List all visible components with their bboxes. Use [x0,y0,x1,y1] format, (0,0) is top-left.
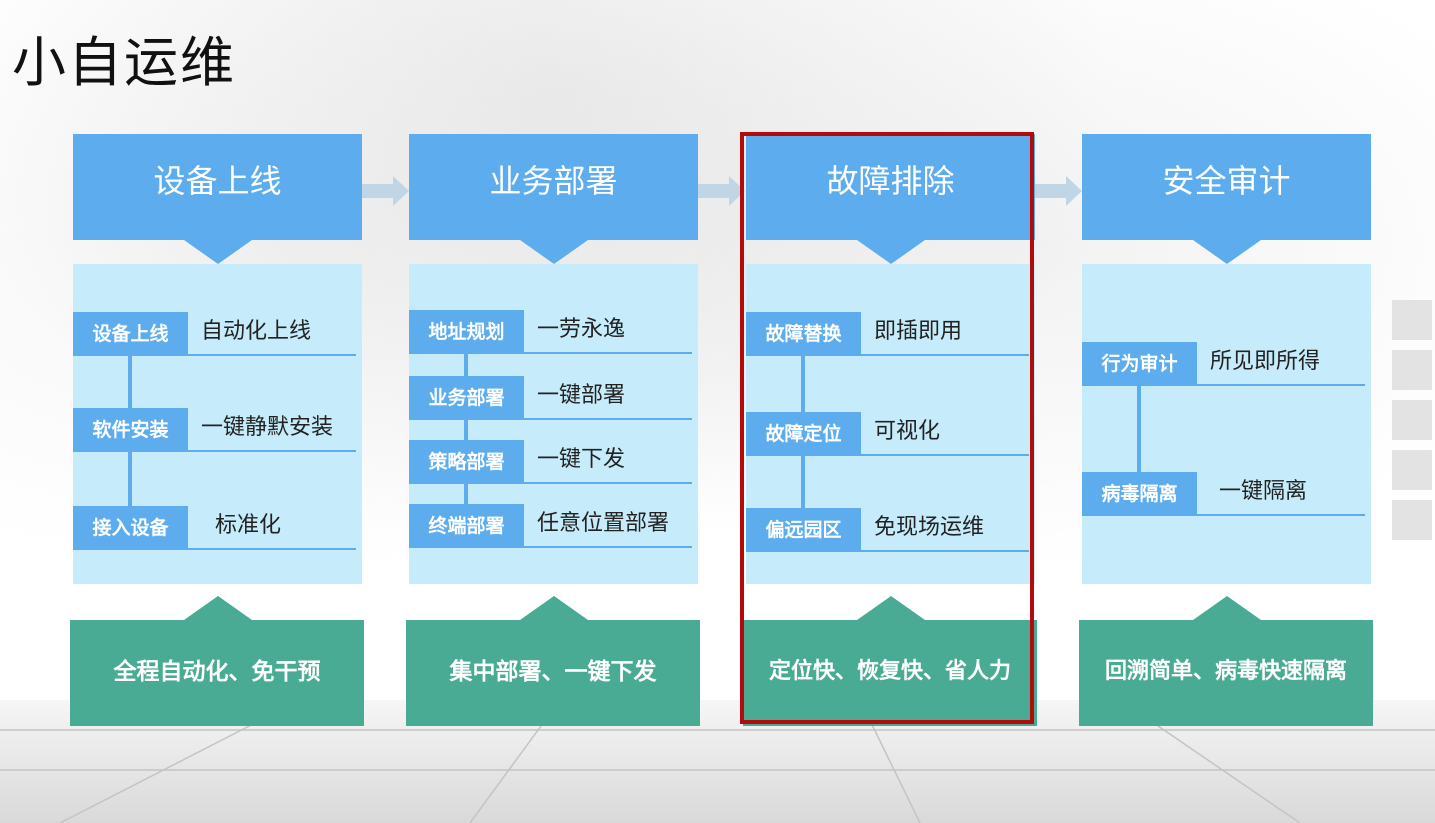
item-value: 可视化 [874,419,941,444]
column-body: 行为审计 所见即所得 病毒隔离 一键隔离 [1082,264,1371,584]
item-value: 标准化 [215,513,282,538]
header-pointer [1193,240,1261,264]
item-underline [524,418,692,420]
column-header-label: 设备上线 [153,162,282,200]
item-tag: 策略部署 [409,440,524,484]
highlight-frame [740,132,1034,724]
page-title: 小自运维 [12,31,236,94]
column-header: 故障排除 [746,134,1035,240]
footer-pointer [520,596,588,620]
column-header-label: 业务部署 [489,162,618,200]
item-value: 任意位置部署 [537,511,670,536]
decor-square [1392,500,1432,540]
item-underline [524,546,692,548]
footer-pointer [1193,596,1261,620]
item-value: 一键部署 [537,383,626,408]
header-pointer [857,240,925,264]
connector-line [464,334,468,534]
item-tag: 接入设备 [73,506,188,550]
item-tag: 偏远园区 [746,508,861,552]
item-tag: 设备上线 [73,312,188,356]
decor-square [1392,400,1432,440]
item-tag: 业务部署 [409,376,524,420]
item-underline [188,450,356,452]
item-underline [861,454,1029,456]
item-underline [524,482,692,484]
header-pointer [520,240,588,264]
column-header-label: 故障排除 [826,162,955,200]
column-footer: 定位快、恢复快、省人力 [743,620,1037,726]
item-tag: 终端部署 [409,504,524,548]
item-value: 自动化上线 [201,319,312,344]
column-footer: 回溯简单、病毒快速隔离 [1079,620,1373,726]
item-value: 即插即用 [874,319,963,344]
column-body: 地址规划 一劳永逸 业务部署 一键部署 策略部署 一键下发 终端部署 任意位置部… [409,264,698,584]
item-value: 一劳永逸 [537,317,626,342]
column-body: 故障替换 即插即用 故障定位 可视化 偏远园区 免现场运维 [746,264,1035,584]
column-header: 安全审计 [1082,134,1371,240]
column-header: 设备上线 [73,134,362,240]
item-underline [1197,514,1365,516]
decor-square [1392,450,1432,490]
footer-pointer [857,596,925,620]
item-underline [861,354,1029,356]
column-header: 业务部署 [409,134,698,240]
column-footer-label: 全程自动化、免干预 [113,659,321,685]
item-tag: 行为审计 [1082,342,1197,386]
item-underline [1197,384,1365,386]
item-tag: 故障定位 [746,412,861,456]
item-tag: 地址规划 [409,310,524,354]
column-footer-label: 回溯简单、病毒快速隔离 [1104,659,1347,684]
item-underline [188,548,356,550]
decor-square [1392,300,1432,340]
connector-line [1137,364,1141,494]
item-underline [188,354,356,356]
column-body: 设备上线 自动化上线 软件安装 一键静默安装 接入设备 标准化 [73,264,362,584]
decor-square [1392,350,1432,390]
item-underline [524,352,692,354]
item-value: 一键隔离 [1219,479,1308,504]
item-value: 一键下发 [537,447,626,472]
column-footer: 全程自动化、免干预 [70,620,364,726]
item-tag: 故障替换 [746,312,861,356]
column-footer-label: 集中部署、一键下发 [449,659,657,685]
item-value: 免现场运维 [874,515,985,540]
column-footer: 集中部署、一键下发 [406,620,700,726]
column-header-label: 安全审计 [1162,162,1291,200]
item-tag: 病毒隔离 [1082,472,1197,516]
column-footer-label: 定位快、恢复快、省人力 [768,659,1011,684]
flow-arrow-icon [1034,176,1082,206]
flow-arrow-icon [361,176,409,206]
item-tag: 软件安装 [73,408,188,452]
footer-pointer [184,596,252,620]
item-underline [861,550,1029,552]
item-value: 所见即所得 [1210,349,1321,374]
header-pointer [184,240,252,264]
flow-arrow-icon [697,176,745,206]
item-value: 一键静默安装 [201,415,334,440]
